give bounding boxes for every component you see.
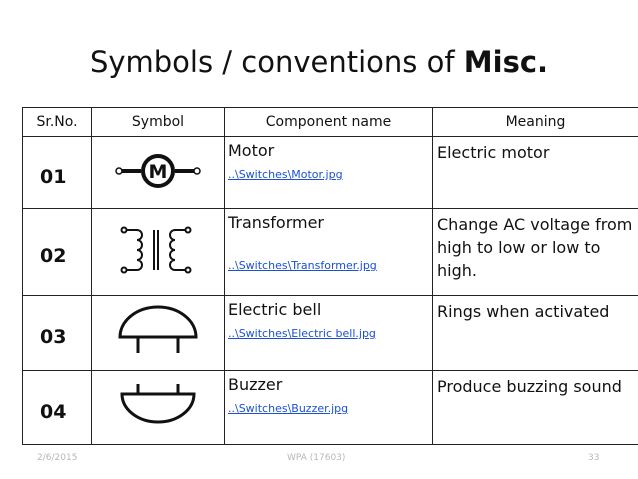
- table-row: 03 Electric bell ..\Switches\Electric be…: [22, 295, 638, 371]
- footer-date: 2/6/2015: [37, 453, 78, 463]
- row-component: Electric bell ..\Switches\Electric bell.…: [224, 295, 433, 371]
- table-row: 01 M Motor ..\Switches\Motor.jpg Electri…: [22, 136, 638, 209]
- header-symbol: Symbol: [91, 107, 225, 137]
- row-symbol: [91, 370, 225, 445]
- component-name: Motor: [228, 141, 275, 160]
- component-name: Electric bell: [228, 300, 322, 319]
- table-header-row: Sr.No. Symbol Component name Meaning: [22, 107, 638, 137]
- row-symbol: [91, 295, 225, 371]
- symbols-table: Sr.No. Symbol Component name Meaning 01 …: [22, 107, 638, 445]
- component-link[interactable]: ..\Switches\Electric bell.jpg: [228, 327, 376, 340]
- row-meaning: Rings when activated: [432, 295, 638, 371]
- row-sr-no: 03: [22, 295, 92, 371]
- row-component: Buzzer ..\Switches\Buzzer.jpg: [224, 370, 433, 445]
- slide-title-bold: Misc.: [463, 45, 549, 79]
- row-sr-no: 04: [22, 370, 92, 445]
- footer-page-number: 33: [588, 453, 600, 463]
- header-component-name: Component name: [224, 107, 433, 137]
- header-sr-no: Sr.No.: [22, 107, 92, 137]
- component-link[interactable]: ..\Switches\Buzzer.jpg: [228, 402, 349, 415]
- table-row: 02 Transformer ..\Switches\Tran: [22, 208, 638, 296]
- buzzer-symbol-icon: [120, 383, 196, 423]
- component-link[interactable]: ..\Switches\Transformer.jpg: [228, 259, 377, 272]
- table-row: 04 Buzzer ..\Switches\Buzzer.jpg Produce…: [22, 370, 638, 445]
- header-meaning: Meaning: [432, 107, 638, 137]
- row-symbol: M: [91, 136, 225, 209]
- component-link[interactable]: ..\Switches\Motor.jpg: [228, 168, 343, 181]
- row-component: Motor ..\Switches\Motor.jpg: [224, 136, 433, 209]
- motor-symbol-icon: M: [115, 153, 201, 188]
- row-component: Transformer ..\Switches\Transformer.jpg: [224, 208, 433, 296]
- component-name: Transformer: [228, 213, 325, 232]
- slide-title: Symbols / conventions of Misc.: [0, 44, 638, 80]
- svg-text:M: M: [149, 161, 168, 183]
- row-symbol: [91, 208, 225, 296]
- row-meaning: Change AC voltage from high to low or lo…: [432, 208, 638, 296]
- footer-center: WPA (17603): [287, 453, 346, 463]
- row-meaning: Produce buzzing sound: [432, 370, 638, 445]
- slide-title-prefix: Symbols / conventions of: [89, 45, 464, 79]
- row-meaning: Electric motor: [432, 136, 638, 209]
- row-sr-no: 02: [22, 208, 92, 296]
- electric-bell-symbol-icon: [118, 305, 198, 353]
- row-sr-no: 01: [22, 136, 92, 209]
- transformer-symbol-icon: [120, 226, 192, 274]
- component-name: Buzzer: [228, 375, 283, 394]
